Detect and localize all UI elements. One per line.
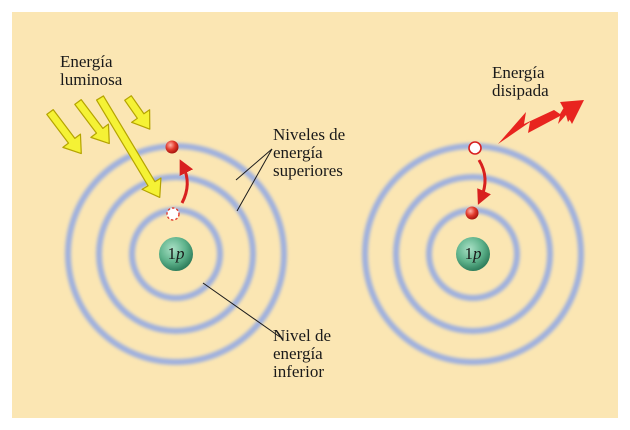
leader-lower: [202, 282, 281, 338]
dissipated-energy-zigzag-arrow: [498, 100, 584, 144]
light-arrow-2: [74, 98, 110, 145]
right-electron-previous-position: [468, 141, 482, 155]
upper-levels-label-line3: superiores: [273, 161, 343, 180]
leader-upper-2: [236, 148, 273, 212]
light-energy-label-line2: luminosa: [60, 70, 123, 89]
right-nucleus-symbol: p: [473, 244, 482, 263]
left-nucleus-label: 1p: [156, 245, 196, 263]
right-nucleus-number: 1: [464, 244, 474, 263]
left-electron-excited: [165, 140, 179, 154]
leader-upper-1: [235, 148, 273, 181]
right-nucleus-label: 1p: [453, 245, 493, 263]
light-energy-arrows: [46, 95, 162, 199]
light-arrow-4: [124, 95, 151, 130]
left-nucleus-number: 1: [167, 244, 177, 263]
lower-level-label-line2: energía: [273, 344, 323, 363]
lower-level-label: Nivel de energía inferior: [273, 327, 331, 381]
light-arrow-1: [46, 108, 82, 155]
dissipated-energy-label: Energía disipada: [492, 64, 549, 100]
light-energy-label-line1: Energía: [60, 52, 113, 71]
left-electron-previous-position: [166, 207, 180, 221]
light-energy-label: Energía luminosa: [60, 53, 122, 89]
lower-level-label-line1: Nivel de: [273, 326, 332, 345]
absorption-arrow: [179, 159, 194, 204]
left-nucleus: [159, 237, 193, 271]
right-nucleus: [456, 237, 490, 271]
light-arrow-3: [95, 95, 162, 199]
lower-level-label-line3: inferior: [273, 362, 324, 381]
right-orbit-2: [393, 174, 553, 334]
dissipated-energy-label-line1: Energía: [492, 63, 545, 82]
upper-levels-label-line1: Niveles de: [273, 125, 346, 144]
emission-arrow: [477, 159, 491, 205]
left-orbit-2: [96, 174, 256, 334]
left-nucleus-symbol: p: [176, 244, 185, 263]
leader-lines: [202, 148, 281, 338]
upper-levels-label: Niveles de energía superiores: [273, 126, 345, 180]
upper-levels-label-line2: energía: [273, 143, 323, 162]
right-electron-ground: [465, 206, 479, 220]
dissipated-energy-label-line2: disipada: [492, 81, 549, 100]
